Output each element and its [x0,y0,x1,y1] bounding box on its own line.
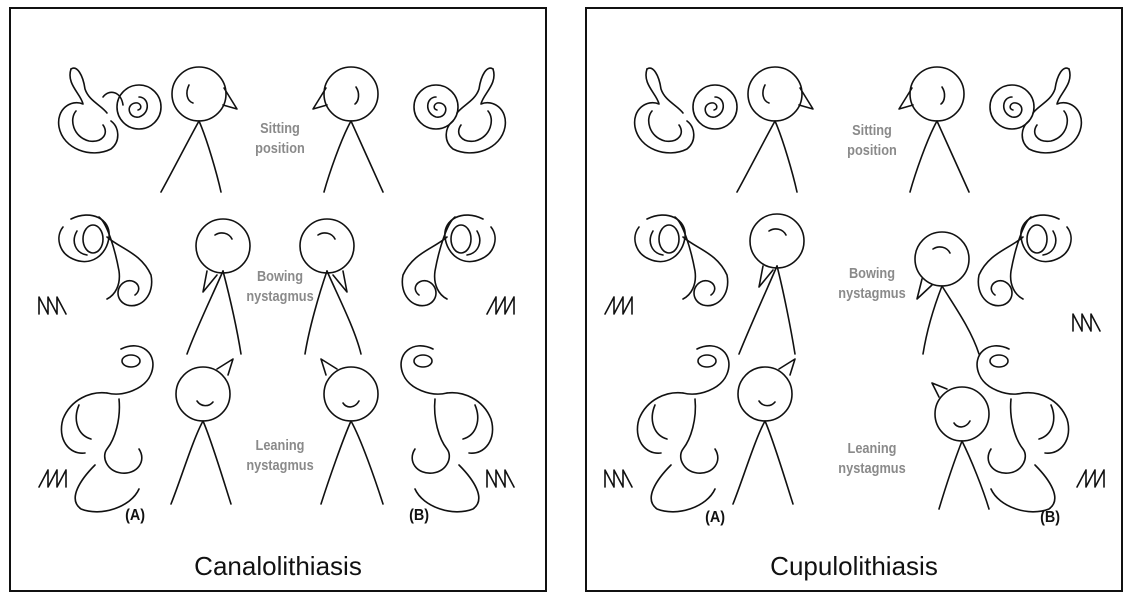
nystagmus-zigzag [39,470,66,487]
inner-ear-icon [414,68,505,153]
nystagmus-zigzag [605,297,632,314]
nystagmus-zigzag [1077,470,1104,487]
head-icon [321,359,383,504]
label-b: (B) [409,507,429,525]
inner-ear-icon [401,346,493,512]
nystagmus-zigzag [487,297,514,314]
inner-ear-icon [635,68,737,153]
inner-ear-icon [59,68,161,153]
inner-ear-icon [59,215,152,306]
inner-ear-icon [990,68,1081,153]
inner-ear-icon [61,346,153,512]
label-a: (A) [125,507,145,525]
head-icon [737,67,813,192]
head-icon [171,359,233,504]
nystagmus-zigzag [1073,314,1100,331]
inner-ear-icon [402,215,495,306]
head-icon [739,214,804,354]
head-icon [932,383,989,509]
inner-ear-icon [978,215,1071,306]
head-icon [161,67,237,192]
panel-caption: Canalolithiasis [11,551,545,582]
label-a: (A) [705,509,725,527]
head-icon [733,359,795,504]
inner-ear-icon [635,215,728,306]
head-icon [915,232,979,354]
nystagmus-zigzag [605,470,632,487]
inner-ear-icon [977,346,1069,512]
nystagmus-zigzag [487,470,514,487]
inner-ear-icon [637,346,729,512]
panel-caption: Cupulolithiasis [587,551,1121,582]
nystagmus-zigzag [39,297,66,314]
label-b: (B) [1040,509,1060,527]
